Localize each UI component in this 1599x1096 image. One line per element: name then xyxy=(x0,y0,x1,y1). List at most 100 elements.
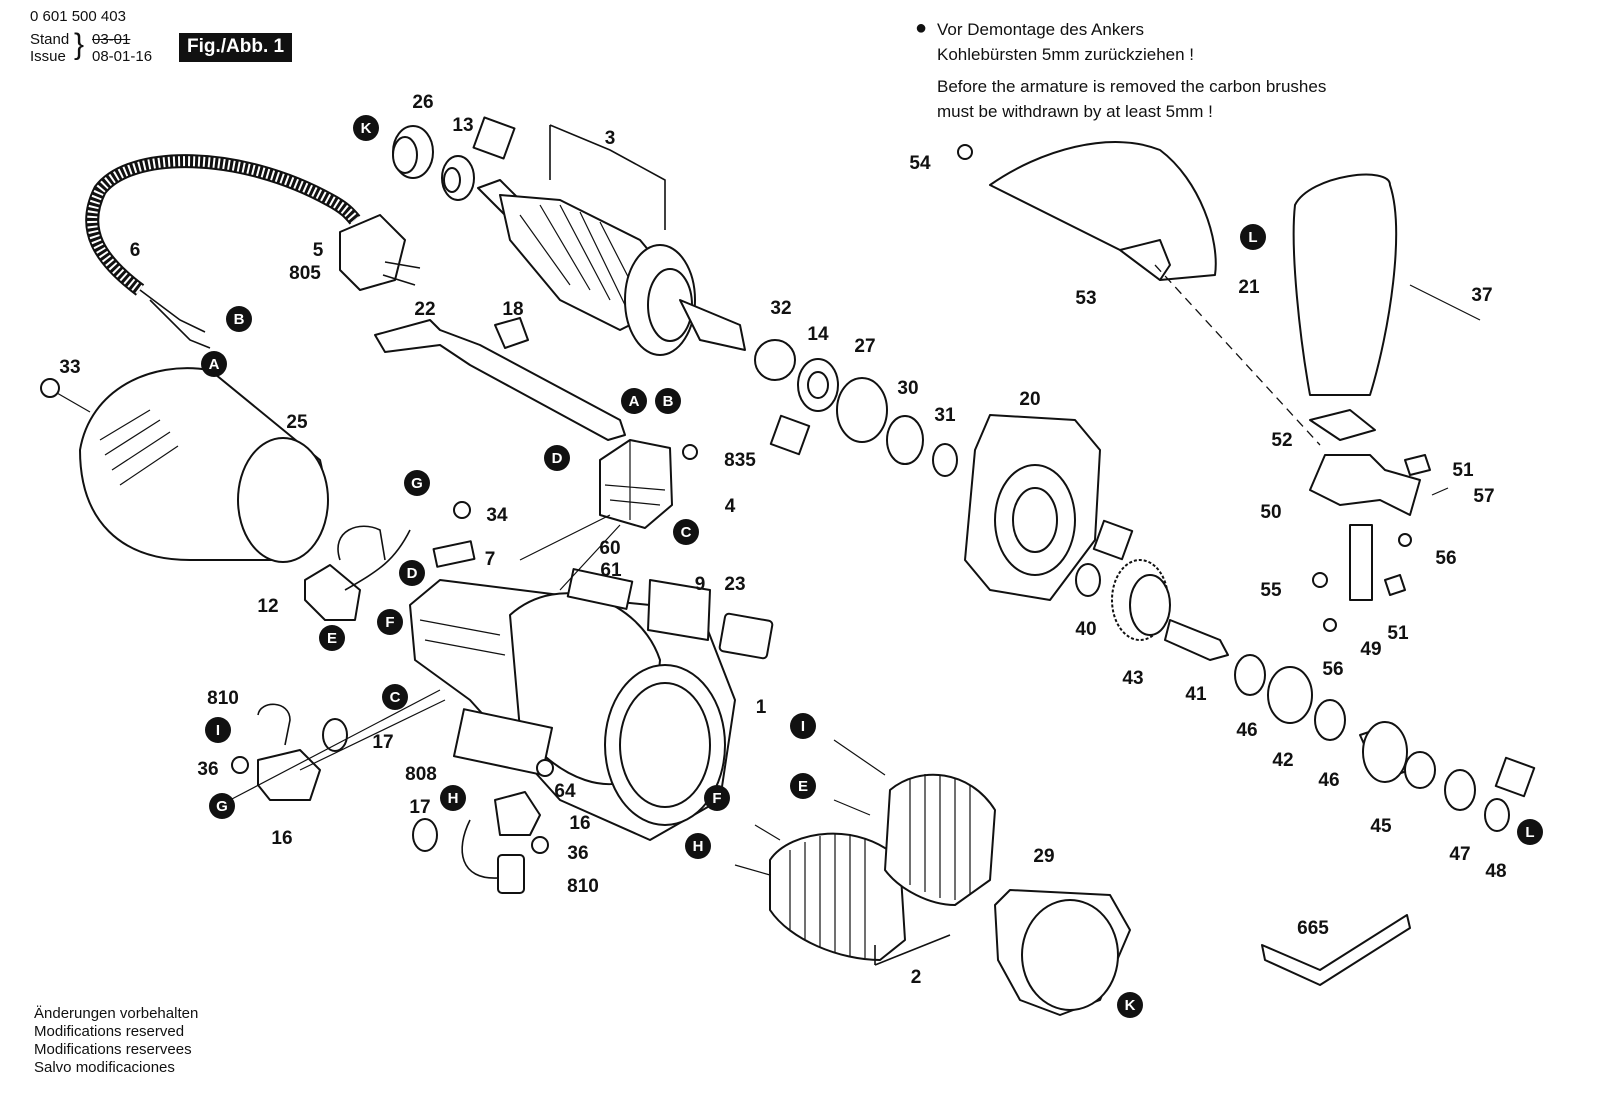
note-de-line2: Kohlebürsten 5mm zurückziehen ! xyxy=(937,45,1195,64)
ring-30 xyxy=(886,415,924,465)
guard-53 xyxy=(989,141,1217,281)
svg-text:G: G xyxy=(411,475,423,492)
bearing-cover-27 xyxy=(836,377,888,443)
guide-lines xyxy=(229,514,951,966)
field-coil-front xyxy=(769,832,906,961)
part-label-835: 835 xyxy=(724,450,756,471)
part-label-42: 42 xyxy=(1272,750,1293,771)
footer-es: Salvo modificaciones xyxy=(34,1059,175,1076)
ring-31 xyxy=(932,443,958,477)
part-label-46: 46 xyxy=(1236,720,1257,741)
connection-marker-k: K xyxy=(1117,992,1143,1018)
issue-label: Issue xyxy=(30,48,66,65)
label-9 xyxy=(647,579,711,641)
part-label-48: 48 xyxy=(1485,861,1506,882)
part-label-4: 4 xyxy=(725,496,736,517)
svg-text:H: H xyxy=(448,790,459,807)
part-number: 0 601 500 403 xyxy=(30,8,126,25)
label-61 xyxy=(566,568,634,610)
connection-marker-l: L xyxy=(1240,224,1266,250)
part-label-25: 25 xyxy=(286,412,308,433)
connection-marker-e: E xyxy=(790,773,816,799)
pin-57 xyxy=(1431,487,1449,496)
part-label-23: 23 xyxy=(724,574,745,595)
washer-46a xyxy=(1234,654,1266,696)
part-label-36: 36 xyxy=(197,759,218,780)
connection-marker-a: A xyxy=(621,388,647,414)
connection-marker-c: C xyxy=(673,519,699,545)
gear-flange-20 xyxy=(964,414,1101,601)
svg-text:B: B xyxy=(234,311,245,328)
connection-marker-l: L xyxy=(1517,819,1543,845)
part-label-16: 16 xyxy=(569,813,590,834)
part-label-3: 3 xyxy=(605,128,616,149)
bearing-14 xyxy=(797,358,839,412)
connection-marker-g: G xyxy=(209,793,235,819)
part-label-810: 810 xyxy=(567,876,599,897)
screw-36-left xyxy=(231,756,249,774)
part-label-51: 51 xyxy=(1452,460,1474,481)
sleeve-45 xyxy=(1359,721,1436,789)
part-label-49: 49 xyxy=(1360,639,1381,660)
svg-text:C: C xyxy=(390,689,401,706)
axis-dash-1 xyxy=(1154,264,1321,446)
screw-835 xyxy=(682,444,698,460)
part-label-14: 14 xyxy=(807,324,829,345)
brush-holder-16-left xyxy=(257,703,321,801)
circlip-32 xyxy=(754,339,796,381)
part-label-17: 17 xyxy=(409,797,430,818)
part-label-22: 22 xyxy=(414,299,435,320)
part-label-46: 46 xyxy=(1318,770,1339,791)
svg-text:C: C xyxy=(681,524,692,541)
svg-text:G: G xyxy=(216,798,228,815)
part-label-56: 56 xyxy=(1435,548,1456,569)
screw-54 xyxy=(957,144,973,160)
connection-marker-h: H xyxy=(440,785,466,811)
part-label-47: 47 xyxy=(1449,844,1470,865)
part-label-57: 57 xyxy=(1473,486,1494,507)
part-label-26: 26 xyxy=(412,92,433,113)
part-label-27: 27 xyxy=(854,336,875,357)
brush-holder-12 xyxy=(304,525,411,621)
part-label-37: 37 xyxy=(1471,285,1492,306)
part-label-18: 18 xyxy=(502,299,523,320)
press-fit-symbol-4 xyxy=(1494,756,1536,798)
part-label-13: 13 xyxy=(452,115,473,136)
svg-text:K: K xyxy=(361,120,372,137)
part-label-1: 1 xyxy=(756,697,767,718)
spring-17-left xyxy=(322,718,348,752)
part-label-9: 9 xyxy=(695,574,706,595)
connection-marker-d: D xyxy=(399,560,425,586)
part-label-33: 33 xyxy=(59,357,80,378)
connection-marker-b: B xyxy=(226,306,252,332)
plate-52 xyxy=(1309,409,1376,441)
gear-43 xyxy=(1111,559,1171,641)
svg-text:K: K xyxy=(1125,997,1136,1014)
part-label-64: 64 xyxy=(554,781,576,802)
spindle-41 xyxy=(1164,619,1229,661)
brace: } xyxy=(74,28,85,61)
connection-marker-e: E xyxy=(319,625,345,651)
connection-marker-f: F xyxy=(377,609,403,635)
svg-text:L: L xyxy=(1248,229,1257,246)
armature-bracket xyxy=(549,124,666,230)
part-label-20: 20 xyxy=(1019,389,1040,410)
washer-46b xyxy=(1314,699,1346,741)
part-label-40: 40 xyxy=(1075,619,1096,640)
stand-label: Stand xyxy=(30,31,70,48)
part-label-52: 52 xyxy=(1271,430,1292,451)
connection-marker-d: D xyxy=(544,445,570,471)
part-label-45: 45 xyxy=(1370,816,1392,837)
washer-47 xyxy=(1444,769,1476,811)
nut-51b xyxy=(1384,574,1406,596)
part-label-55: 55 xyxy=(1260,580,1282,601)
part-label-805: 805 xyxy=(289,263,321,284)
svg-text:E: E xyxy=(327,630,337,647)
part-label-34: 34 xyxy=(486,505,508,526)
connection-marker-k: K xyxy=(353,115,379,141)
part-label-31: 31 xyxy=(934,405,956,426)
part-label-665: 665 xyxy=(1297,918,1329,939)
part-label-43: 43 xyxy=(1122,668,1143,689)
